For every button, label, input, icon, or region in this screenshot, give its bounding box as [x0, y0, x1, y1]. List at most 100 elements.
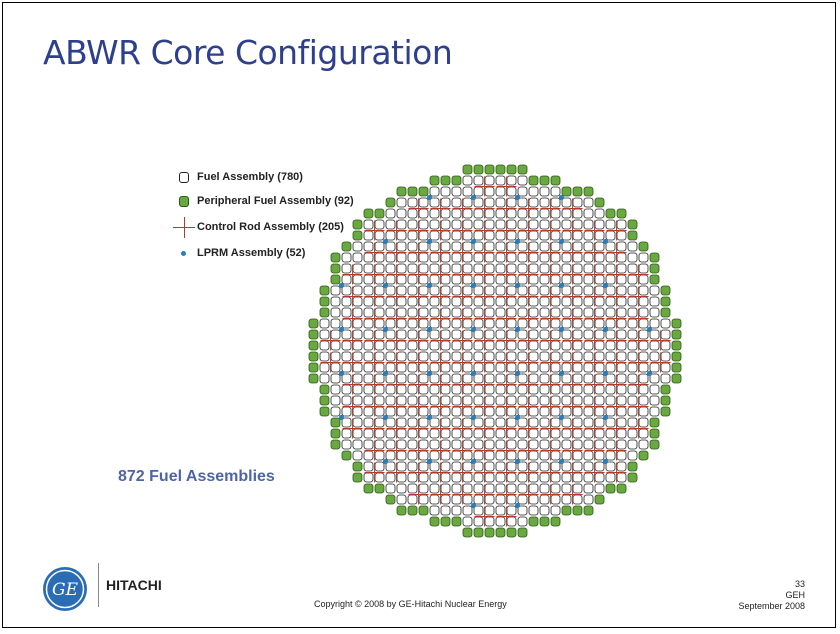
- fuel-assembly: [627, 285, 638, 296]
- fuel-assembly: [605, 428, 616, 439]
- logo-divider: [98, 563, 99, 607]
- fuel-assembly: [407, 285, 418, 296]
- peripheral-fuel-assembly: [308, 373, 319, 384]
- fuel-assembly: [440, 296, 451, 307]
- control-rod: [474, 506, 495, 527]
- control-rod: [364, 330, 385, 351]
- fuel-assembly: [385, 428, 396, 439]
- fuel-assembly: [407, 395, 418, 406]
- control-rod: [408, 242, 429, 263]
- fuel-assembly: [418, 285, 429, 296]
- fuel-assembly: [561, 461, 572, 472]
- fuel-assembly: [429, 395, 440, 406]
- control-rod: [584, 330, 605, 351]
- fuel-assembly: [572, 406, 583, 417]
- lprm-assembly: [382, 414, 389, 421]
- fuel-assembly: [330, 307, 341, 318]
- peripheral-fuel-assembly: [319, 395, 330, 406]
- fuel-assembly: [517, 296, 528, 307]
- control-rod: [408, 308, 429, 329]
- control-rod: [496, 242, 517, 263]
- fuel-assembly: [528, 428, 539, 439]
- fuel-assembly: [484, 274, 495, 285]
- fuel-assembly: [385, 230, 396, 241]
- peripheral-fuel-assembly: [616, 208, 627, 219]
- fuel-assembly: [330, 329, 341, 340]
- fuel-assembly: [462, 516, 473, 527]
- control-rod: [408, 440, 429, 461]
- fuel-assembly: [484, 263, 495, 274]
- fuel-assembly: [638, 362, 649, 373]
- control-rod: [606, 264, 627, 285]
- fuel-assembly: [517, 461, 528, 472]
- control-rod: [408, 462, 429, 483]
- fuel-assembly: [561, 362, 572, 373]
- peripheral-fuel-assembly: [429, 175, 440, 186]
- fuel-assembly: [517, 494, 528, 505]
- fuel-assembly: [583, 450, 594, 461]
- fuel-assembly: [484, 516, 495, 527]
- fuel-assembly: [385, 296, 396, 307]
- fuel-assembly: [451, 483, 462, 494]
- fuel-assembly: [341, 285, 352, 296]
- fuel-assembly: [385, 406, 396, 417]
- lprm-assembly: [558, 238, 565, 245]
- fuel-assembly: [451, 230, 462, 241]
- fuel-assembly: [561, 318, 572, 329]
- fuel-assembly: [396, 197, 407, 208]
- fuel-assembly: [429, 329, 440, 340]
- fuel-assembly: [539, 494, 550, 505]
- fuel-assembly: [473, 263, 484, 274]
- control-rod: [540, 462, 561, 483]
- fuel-assembly: [539, 329, 550, 340]
- fuel-assembly: [462, 428, 473, 439]
- peripheral-fuel-assembly: [649, 252, 660, 263]
- fuel-assembly: [583, 362, 594, 373]
- fuel-assembly: [429, 230, 440, 241]
- control-rod: [430, 264, 451, 285]
- fuel-assembly: [363, 384, 374, 395]
- fuel-assembly: [440, 362, 451, 373]
- fuel-assembly: [429, 252, 440, 263]
- fuel-assembly: [616, 285, 627, 296]
- fuel-assembly: [462, 219, 473, 230]
- fuel-assembly: [440, 384, 451, 395]
- fuel-assembly: [616, 417, 627, 428]
- fuel-assembly: [506, 395, 517, 406]
- control-rod: [562, 418, 583, 439]
- fuel-assembly: [451, 340, 462, 351]
- control-rod: [496, 418, 517, 439]
- control-rod: [562, 440, 583, 461]
- fuel-assembly: [616, 329, 627, 340]
- fuel-assembly: [473, 219, 484, 230]
- lprm-assembly: [558, 282, 565, 289]
- fuel-assembly: [385, 461, 396, 472]
- fuel-assembly: [418, 307, 429, 318]
- fuel-assembly: [363, 340, 374, 351]
- fuel-assembly: [660, 340, 671, 351]
- fuel-assembly: [605, 329, 616, 340]
- control-rod: [386, 396, 407, 417]
- fuel-assembly: [440, 241, 451, 252]
- fuel-assembly: [616, 318, 627, 329]
- control-rod: [518, 440, 539, 461]
- fuel-assembly: [363, 329, 374, 340]
- fuel-assembly: [473, 428, 484, 439]
- control-rod: [496, 484, 517, 505]
- fuel-assembly: [363, 241, 374, 252]
- fuel-assembly: [616, 274, 627, 285]
- control-rod: [342, 374, 363, 395]
- control-rod: [518, 264, 539, 285]
- lprm-assembly: [514, 370, 521, 377]
- control-rod: [540, 220, 561, 241]
- fuel-assembly: [396, 450, 407, 461]
- peripheral-fuel-assembly: [341, 241, 352, 252]
- fuel-assembly: [627, 428, 638, 439]
- fuel-assembly: [462, 285, 473, 296]
- control-rod: [474, 198, 495, 219]
- control-rod: [430, 462, 451, 483]
- fuel-assembly: [517, 208, 528, 219]
- fuel-assembly: [506, 208, 517, 219]
- fuel-assembly: [396, 318, 407, 329]
- fuel-assembly: [616, 230, 627, 241]
